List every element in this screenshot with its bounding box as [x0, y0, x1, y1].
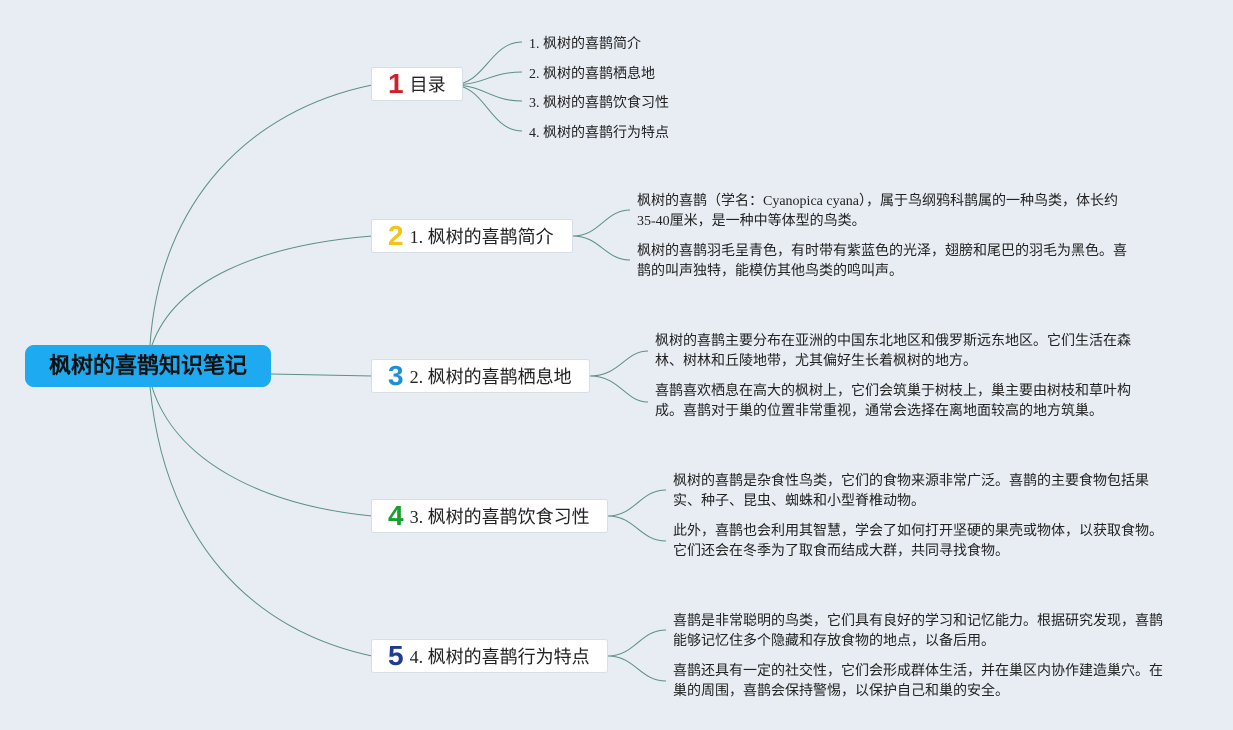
toc-item[interactable]: 4. 枫树的喜鹊行为特点 [529, 126, 669, 141]
number-3-icon: 3 [388, 360, 404, 391]
topic-label: 3. 枫树的喜鹊饮食习性 [409, 507, 590, 527]
connector-topic2-p1 [572, 209, 631, 237]
topic-diet[interactable]: 4 3. 枫树的喜鹊饮食习性 [371, 499, 608, 533]
connector-topic5-p1 [607, 629, 667, 657]
topic-label: 目录 [409, 75, 446, 95]
toc-item[interactable]: 1. 枫树的喜鹊简介 [529, 37, 641, 52]
number-2-icon: 2 [388, 220, 404, 251]
diet-paragraph-1[interactable]: 枫树的喜鹊是杂食性鸟类，它们的食物来源非常广泛。喜鹊的主要食物包括果实、种子、昆… [673, 474, 1149, 509]
intro-paragraph-1[interactable]: 枫树的喜鹊（学名：Cyanopica cyana），属于鸟纲鸦科鹊属的一种鸟类，… [637, 194, 1119, 229]
connector-root-topic1 [149, 84, 373, 346]
connector-root-topic5 [149, 386, 373, 657]
root-topic[interactable]: 枫树的喜鹊知识笔记 [25, 345, 271, 387]
toc-item[interactable]: 3. 枫树的喜鹊饮食习性 [529, 96, 669, 111]
topic-behavior[interactable]: 5 4. 枫树的喜鹊行为特点 [371, 639, 608, 673]
connector-root-topic2 [151, 235, 373, 346]
connector-root-topic4 [151, 386, 373, 517]
connector-root-topic3 [270, 373, 373, 377]
topic-habitat[interactable]: 3 2. 枫树的喜鹊栖息地 [371, 359, 590, 393]
behavior-paragraph-2[interactable]: 喜鹊还具有一定的社交性，它们会形成群体生活，并在巢区内协作建造巢穴。在巢的周围，… [673, 664, 1163, 699]
topic-table-of-contents[interactable]: 1 目录 [371, 67, 463, 101]
number-5-icon: 5 [388, 640, 404, 671]
diet-paragraph-2[interactable]: 此外，喜鹊也会利用其智慧，学会了如何打开坚硬的果壳或物体，以获取食物。它们还会在… [673, 524, 1163, 559]
connector-topic5-p2 [607, 655, 667, 682]
topic-label: 1. 枫树的喜鹊简介 [409, 227, 554, 247]
habitat-paragraph-2[interactable]: 喜鹊喜欢栖息在高大的枫树上，它们会筑巢于树枝上，巢主要由树枝和草叶构成。喜鹊对于… [655, 384, 1131, 419]
connector-topic2-p2 [572, 235, 631, 261]
behavior-paragraph-1[interactable]: 喜鹊是非常聪明的鸟类，它们具有良好的学习和记忆能力。根据研究发现，喜鹊能够记忆住… [673, 614, 1163, 649]
habitat-paragraph-1[interactable]: 枫树的喜鹊主要分布在亚洲的中国东北地区和俄罗斯远东地区。它们生活在森林、树林和丘… [655, 334, 1131, 369]
topic-label: 2. 枫树的喜鹊栖息地 [409, 367, 572, 387]
connector-topic3-p1 [589, 350, 649, 377]
connector-topic4-p2 [607, 515, 667, 542]
topic-label: 4. 枫树的喜鹊行为特点 [409, 647, 590, 667]
number-1-icon: 1 [388, 68, 404, 99]
toc-item[interactable]: 2. 枫树的喜鹊栖息地 [529, 67, 655, 82]
intro-paragraph-2[interactable]: 枫树的喜鹊羽毛呈青色，有时带有紫蓝色的光泽，翅膀和尾巴的羽毛为黑色。喜鹊的叫声独… [637, 244, 1127, 279]
connector-topic4-p1 [607, 489, 667, 517]
number-4-icon: 4 [388, 500, 404, 531]
topic-intro[interactable]: 2 1. 枫树的喜鹊简介 [371, 219, 573, 253]
connector-topic3-p2 [589, 375, 649, 403]
